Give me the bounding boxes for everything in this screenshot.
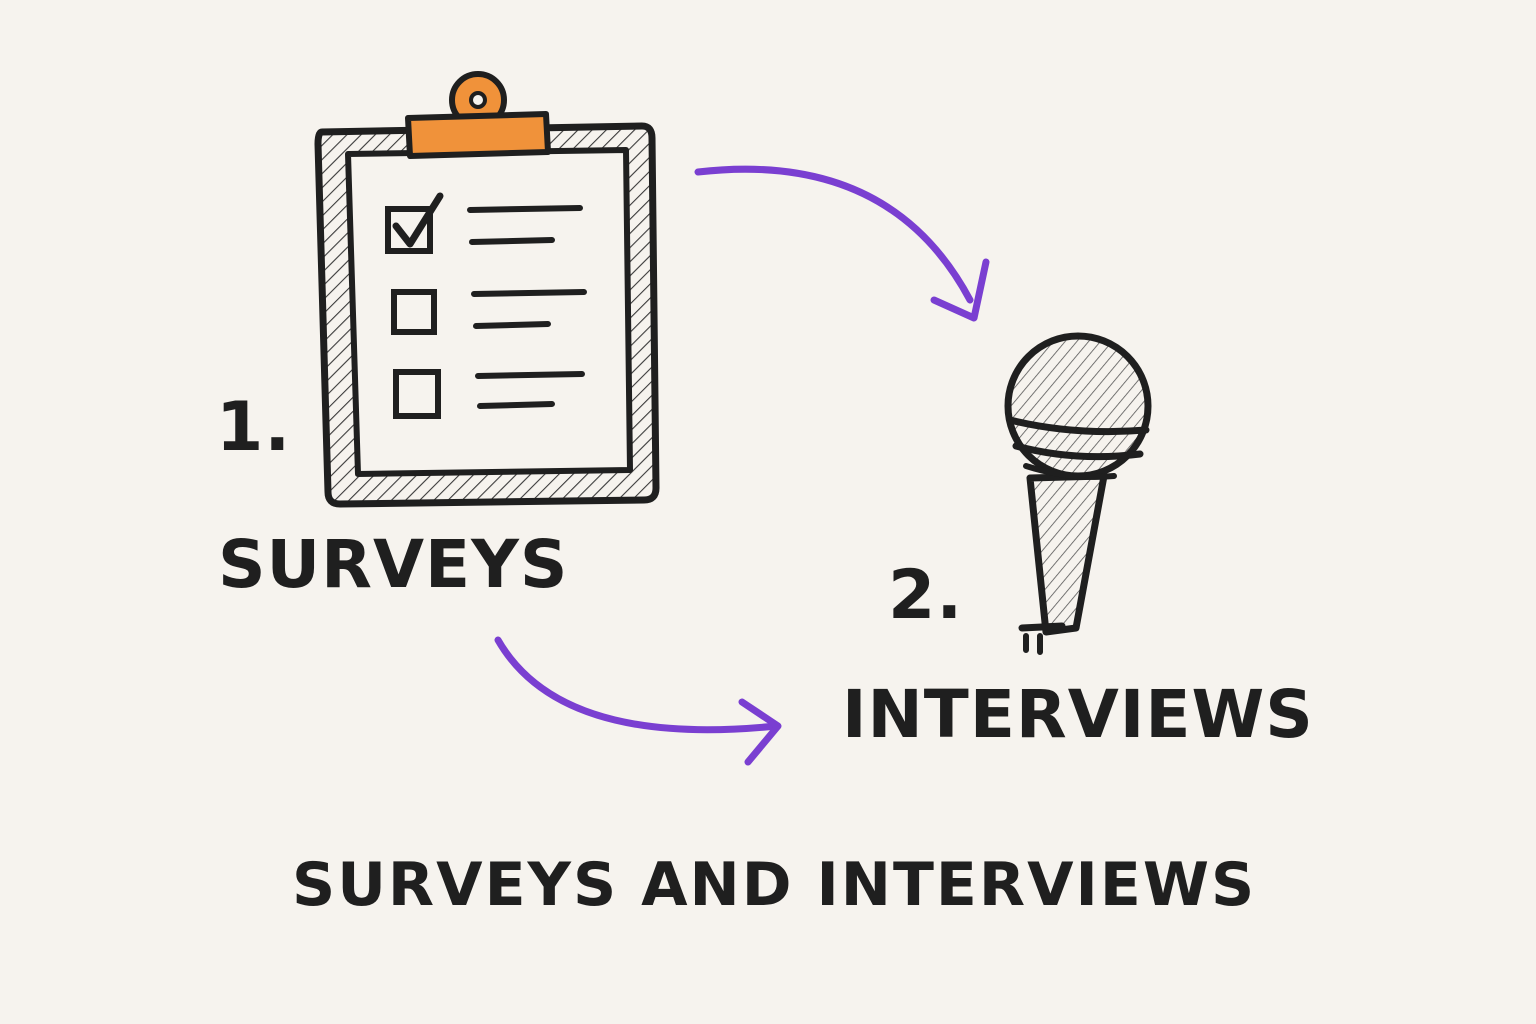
diagram-caption: SURVEYS AND INTERVIEWS — [292, 850, 1257, 920]
arrowhead-icon — [738, 698, 782, 766]
arrowhead-icon — [930, 258, 990, 322]
checkbox-checked-icon — [385, 192, 444, 254]
microphone-icon — [1004, 332, 1152, 655]
arrow-surveys-to-interviews — [494, 636, 780, 734]
clip-icon — [405, 71, 551, 159]
step-2-number: 2. — [888, 556, 964, 635]
checkbox-icon — [391, 289, 437, 335]
step-1-label: SURVEYS — [218, 526, 569, 603]
arrow-surveys-to-microphone — [694, 165, 974, 304]
checkbox-icon — [393, 369, 441, 419]
step-2-label: INTERVIEWS — [842, 676, 1314, 753]
step-1-number: 1. — [216, 388, 292, 467]
clipboard-checklist-icon — [314, 71, 660, 508]
